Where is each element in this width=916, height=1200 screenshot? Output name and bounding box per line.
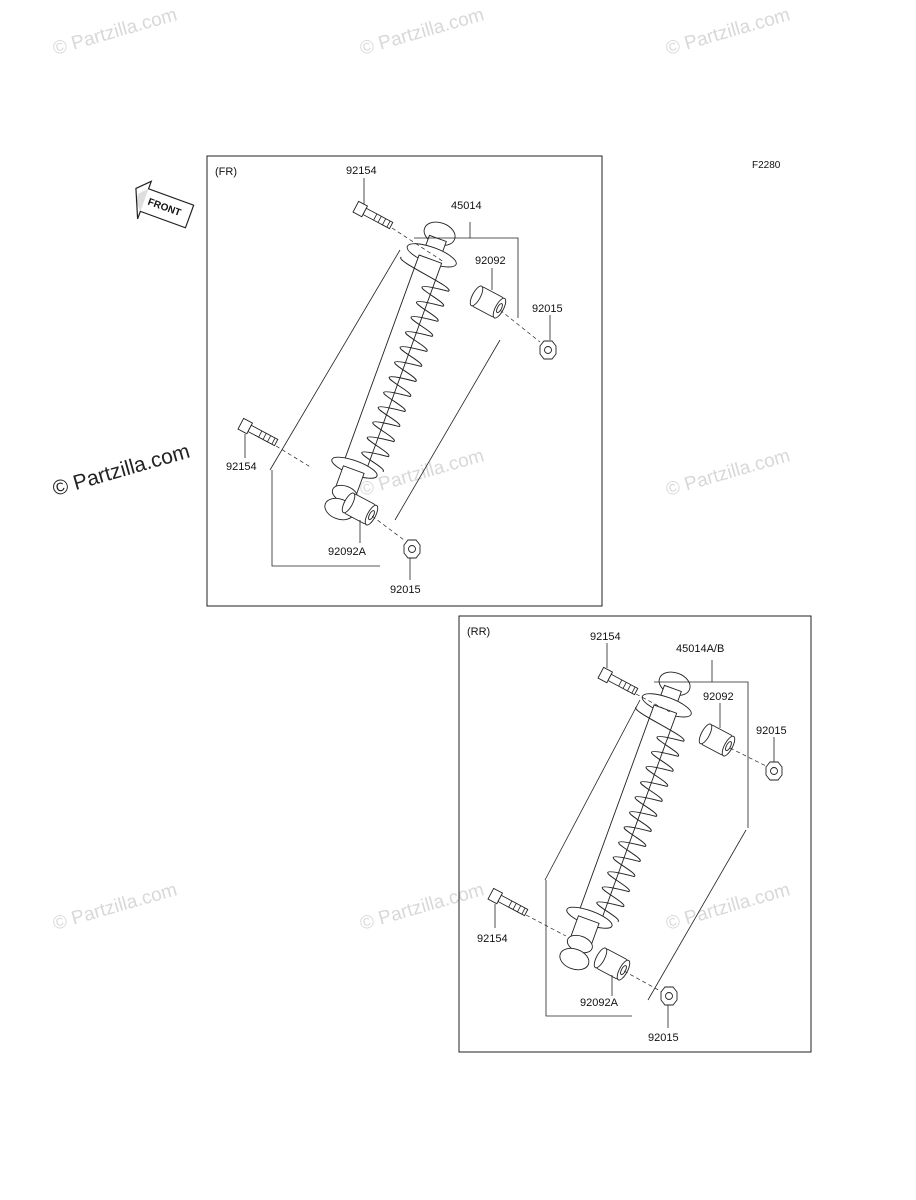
front-bottom-bolt (237, 417, 280, 449)
watermarks: © Partzilla.com © Partzilla.com © Partzi… (50, 4, 792, 934)
front-label-bushing-bottom: 92092A (328, 546, 367, 558)
rear-top-nut (765, 761, 783, 781)
watermark-text: © Partzilla.com (51, 4, 180, 59)
front-top-bolt (352, 200, 395, 232)
front-direction-arrow-icon: FRONT (135, 180, 195, 229)
watermark-text: © Partzilla.com (358, 879, 487, 934)
rear-label-bushing-bottom: 92092A (580, 997, 619, 1009)
front-top-bushing (467, 283, 509, 321)
rear-panel-frame (458, 615, 812, 1053)
front-panel-title: (FR) (215, 166, 237, 178)
front-label-bolt-bottom: 92154 (226, 461, 257, 473)
front-panel-frame (206, 155, 603, 607)
rear-label-bolt-top: 92154 (590, 631, 621, 643)
front-shock-panel: (FR) 92154 45014 92092 92015 92154 (206, 155, 603, 607)
rear-label-nut-bottom: 92015 (648, 1032, 679, 1044)
front-top-nut (539, 340, 557, 360)
front-label-bushing-top: 92092 (475, 255, 506, 267)
rear-label-assembly: 45014A/B (676, 643, 724, 655)
rear-bottom-nut (660, 986, 678, 1006)
watermark-text: © Partzilla.com (50, 440, 192, 501)
rear-top-bolt (597, 666, 640, 698)
watermark-text: © Partzilla.com (664, 445, 793, 500)
front-label-assembly: 45014 (451, 200, 482, 212)
rear-label-nut-top: 92015 (756, 725, 787, 737)
front-label-nut-bottom: 92015 (390, 584, 421, 596)
watermark-text: © Partzilla.com (664, 879, 793, 934)
watermark-text: © Partzilla.com (358, 4, 487, 59)
watermark-text: © Partzilla.com (51, 879, 180, 934)
front-bottom-nut (403, 539, 421, 559)
rear-shock-panel: (RR) 92154 45014A/B 92092 92015 92154 (458, 615, 812, 1053)
rear-panel-title: (RR) (467, 626, 490, 638)
front-label-nut-top: 92015 (532, 303, 563, 315)
rear-top-bushing (696, 721, 738, 759)
figure-reference: F2280 (752, 160, 781, 171)
watermark-text: © Partzilla.com (664, 4, 793, 59)
rear-label-bolt-bottom: 92154 (477, 933, 508, 945)
front-label-bolt-top: 92154 (346, 165, 377, 177)
rear-bottom-bolt (487, 887, 530, 919)
rear-label-bushing-top: 92092 (703, 691, 734, 703)
